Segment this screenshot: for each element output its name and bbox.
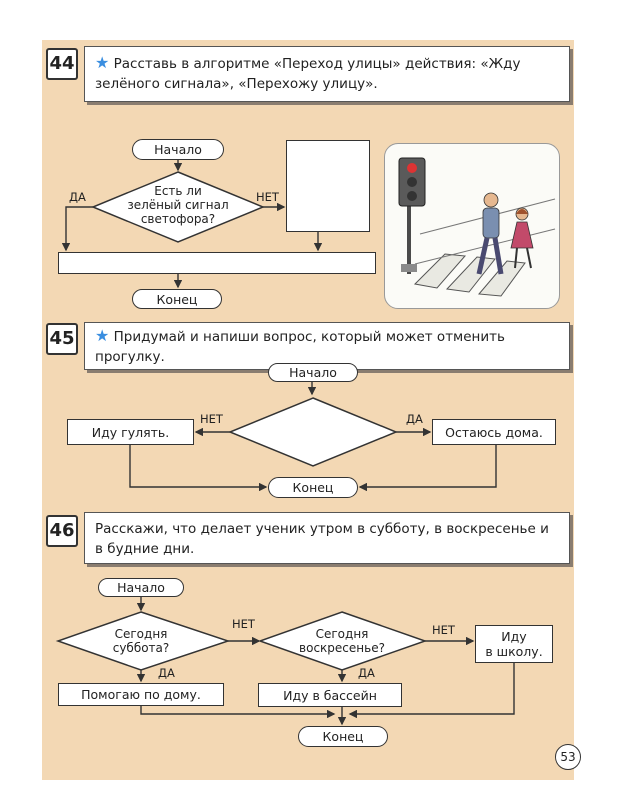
star-icon: ★ (95, 326, 110, 345)
task-46-no-label-2: НЕТ (432, 623, 455, 637)
task-46-pool-action: Иду в бассейн (258, 683, 402, 707)
task-46-yes-label-1: ДА (158, 666, 175, 680)
task-44-condition-diamond (91, 171, 265, 243)
task-46-start-node: Начало (98, 578, 184, 597)
action-line: Иду (501, 629, 527, 644)
task-45-start-node: Начало (268, 363, 358, 382)
star-icon: ★ (95, 53, 110, 72)
task-45-right-action: Остаюсь дома. (432, 419, 556, 445)
task-44-end-node: Конец (132, 289, 222, 309)
task-45-instruction: ★ Придумай и напиши вопрос, который може… (84, 322, 570, 370)
condition-line: Сегодня (315, 627, 369, 641)
task-45-yes-label: ДА (406, 412, 423, 426)
task-46-school-action: Иду в школу. (475, 625, 553, 663)
task-44-instruction: ★ Расставь в алгоритме «Переход улицы» д… (84, 46, 570, 102)
condition-line: Есть ли (154, 184, 202, 198)
task-46-condition-1-diamond (55, 611, 231, 671)
task-45-left-action: Иду гулять. (67, 419, 194, 445)
task-46-number: 46 (46, 515, 78, 547)
task-45-condition-diamond (228, 397, 398, 467)
traffic-light-crossing-illustration (384, 143, 560, 309)
task-44-number: 44 (46, 48, 78, 80)
task-46-no-label-1: НЕТ (232, 617, 255, 631)
task-44-text: Расставь в алгоритме «Переход улицы» дей… (95, 56, 521, 92)
task-46-condition-2-diamond (257, 611, 428, 671)
condition-line: Сегодня (114, 627, 168, 641)
pedestrian-crossing-image (398, 157, 556, 297)
task-46-condition-2-text: Сегодня воскресенье? (290, 627, 394, 655)
task-45-number: 45 (46, 323, 78, 355)
task-44-action-box[interactable] (286, 140, 370, 232)
task-46-home-action: Помогаю по дому. (58, 683, 224, 706)
task-46-condition-1-text: Сегодня суббота? (96, 627, 186, 655)
condition-line: суббота? (112, 641, 170, 655)
condition-line: воскресенье? (299, 641, 385, 655)
task-45-text: Придумай и напиши вопрос, который может … (95, 329, 505, 365)
condition-line: зелёный сигнал (127, 198, 229, 212)
task-44-condition-text: Есть ли зелёный сигнал светофора? (118, 184, 238, 226)
task-45-no-label: НЕТ (200, 412, 223, 426)
condition-line: светофора? (140, 212, 216, 226)
task-45-end-node: Конец (268, 477, 358, 498)
task-44-no-label: НЕТ (256, 190, 279, 204)
task-44-yes-label: ДА (69, 190, 86, 204)
task-44-wide-action-box[interactable] (58, 252, 376, 274)
page-number: 53 (555, 744, 581, 770)
action-line: в школу. (485, 644, 543, 659)
task-46-yes-label-2: ДА (358, 666, 375, 680)
task-46-instruction: Расскажи, что делает ученик утром в субб… (84, 512, 570, 564)
task-46-end-node: Конец (298, 726, 388, 747)
task-44-start-node: Начало (132, 139, 224, 160)
task-45-condition-answer[interactable] (279, 420, 347, 444)
